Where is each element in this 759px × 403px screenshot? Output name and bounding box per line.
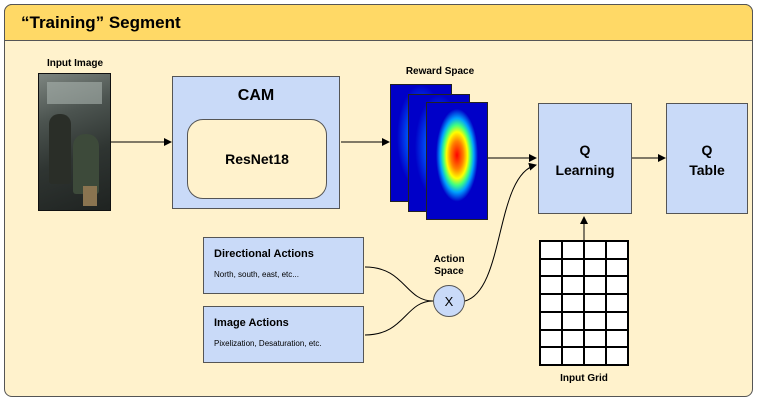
directional-actions-subtitle: North, south, east, etc... — [214, 270, 299, 279]
grid-cell — [540, 276, 562, 295]
grid-cell — [540, 329, 562, 348]
grid-cell — [540, 347, 562, 365]
grid-cell — [540, 294, 562, 312]
grid-cell — [562, 347, 584, 365]
grid-cell — [562, 241, 584, 259]
grid-cell — [606, 276, 628, 295]
segment-header: “Training” Segment — [4, 4, 753, 41]
grid-cell — [584, 258, 606, 277]
input-image-label: Input Image — [46, 58, 104, 69]
q-learning-line2: Learning — [555, 162, 615, 178]
product-operator-node: X — [433, 285, 465, 317]
grid-cell — [606, 329, 628, 348]
grid-cell — [562, 311, 584, 330]
image-actions-box: Image Actions Pixelization, Desaturation… — [203, 306, 364, 363]
input-grid-label: Input Grid — [560, 373, 608, 384]
grid-cell — [606, 347, 628, 365]
grid-cell — [562, 294, 584, 312]
curve-directional-to-x — [364, 266, 434, 302]
input-image-thumbnail — [38, 73, 111, 211]
grid-cell — [584, 311, 606, 330]
grid-cell — [584, 329, 606, 348]
image-actions-subtitle: Pixelization, Desaturation, etc. — [214, 339, 322, 348]
action-space-line1: Action — [433, 254, 465, 265]
curve-image-actions-to-x — [364, 300, 434, 336]
image-actions-title: Image Actions — [214, 317, 289, 329]
grid-cell — [606, 241, 628, 259]
grid-cell — [584, 276, 606, 295]
q-table-box: Q Table — [666, 103, 748, 214]
grid-cell — [540, 241, 562, 259]
grid-cell — [540, 258, 562, 277]
reward-space-label: Reward Space — [405, 66, 475, 77]
q-learning-line1: Q — [579, 142, 591, 158]
grid-cell — [584, 347, 606, 365]
cam-title: CAM — [237, 87, 275, 104]
action-space-label: Action Space — [420, 254, 478, 278]
arrow-x-to-q — [464, 162, 537, 302]
q-table-line2: Table — [689, 162, 725, 178]
action-space-line2: Space — [434, 266, 464, 277]
grid-cell — [606, 311, 628, 330]
grid-cell — [606, 258, 628, 277]
q-learning-box: Q Learning — [538, 103, 632, 214]
grid-cell — [606, 294, 628, 312]
resnet18-box: ResNet18 — [187, 119, 327, 199]
segment-title: “Training” Segment — [21, 13, 181, 32]
directional-actions-box: Directional Actions North, south, east, … — [203, 237, 364, 294]
grid-cell — [562, 329, 584, 348]
directional-actions-title: Directional Actions — [214, 248, 314, 260]
grid-cell — [540, 311, 562, 330]
input-grid — [539, 240, 629, 366]
grid-cell — [584, 241, 606, 259]
grid-cell — [562, 258, 584, 277]
grid-cell — [584, 294, 606, 312]
reward-map-3 — [426, 102, 488, 220]
cam-box: CAM ResNet18 — [172, 76, 340, 209]
grid-cell — [562, 276, 584, 295]
q-table-line1: Q — [701, 142, 713, 158]
